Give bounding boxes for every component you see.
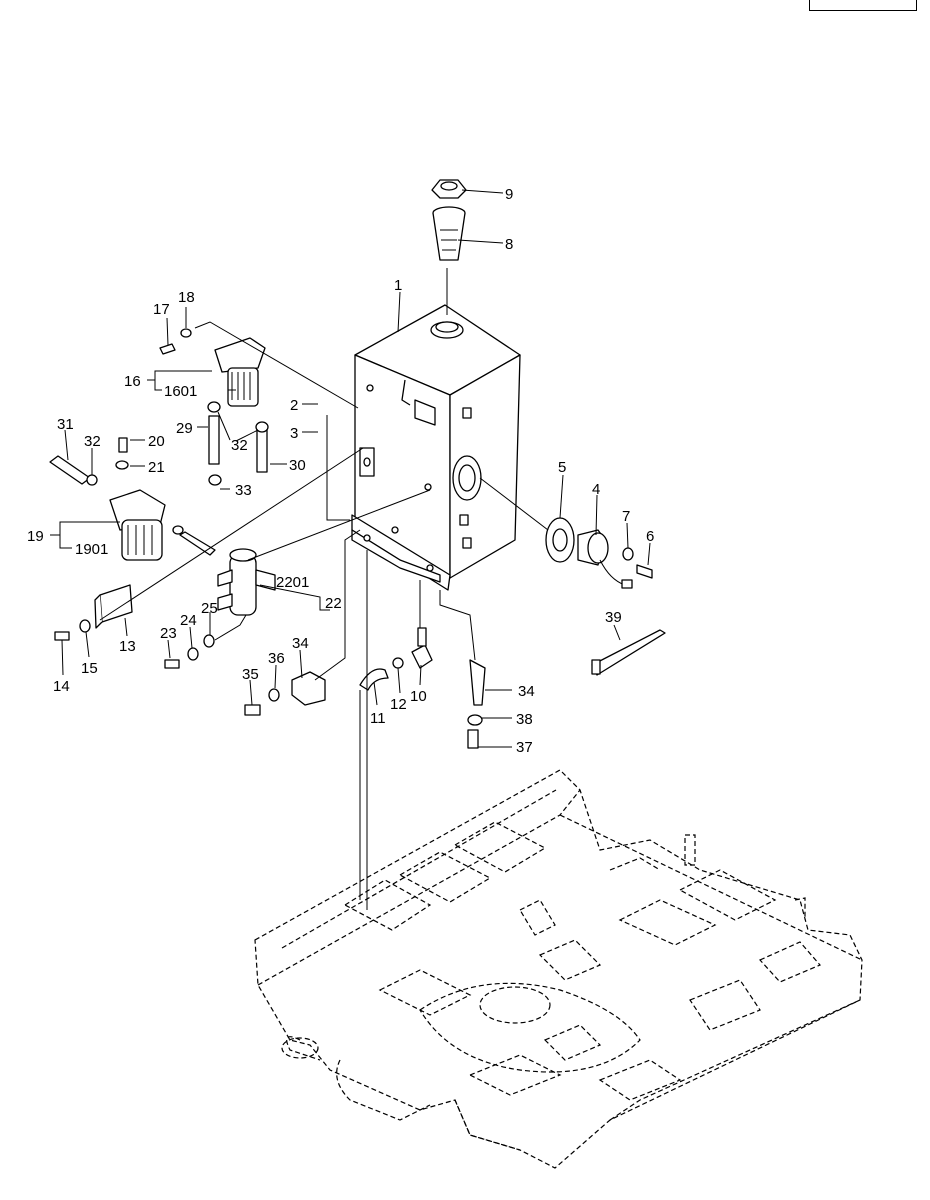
callout-39: 39 (605, 609, 622, 626)
callout-13: 13 (119, 638, 136, 655)
callout-36: 36 (268, 650, 285, 667)
fuel-filter (49, 437, 166, 561)
callout-1601: 1601 (164, 383, 197, 400)
callout-12: 12 (390, 696, 407, 713)
callout-25: 25 (201, 600, 218, 617)
callout-5: 5 (558, 459, 566, 476)
callout-11: 11 (370, 710, 386, 727)
callout-20: 20 (148, 433, 165, 450)
callout-37: 37 (516, 739, 533, 756)
mounting-bracket (54, 447, 364, 641)
lower-fittings (244, 415, 486, 910)
corner-label-box (809, 0, 917, 11)
callout-2: 2 (290, 397, 298, 414)
callout-9: 9 (505, 186, 513, 203)
callout-22: 22 (325, 595, 342, 612)
callout-3: 3 (290, 425, 298, 442)
callout-15: 15 (81, 660, 98, 677)
callout-labels: 1 2 3 4 5 6 7 8 9 10 11 12 13 14 15 16 1… (27, 186, 654, 756)
callout-18: 18 (178, 289, 195, 306)
callout-24: 24 (180, 612, 197, 629)
callout-7: 7 (622, 508, 630, 525)
fuel-tank (351, 304, 521, 591)
callout-1901: 1901 (75, 541, 108, 558)
callout-2201: 2201 (276, 574, 309, 591)
filler-strainer (432, 206, 466, 315)
fuel-pump (164, 489, 431, 669)
callout-31: 31 (57, 416, 74, 433)
callout-1: 1 (394, 277, 402, 294)
callout-32b: 32 (231, 437, 248, 454)
callout-8: 8 (505, 236, 513, 253)
callout-29: 29 (176, 420, 193, 437)
callout-19: 19 (27, 528, 44, 545)
hoses (172, 401, 269, 556)
callout-14: 14 (53, 678, 70, 695)
fuel-gauge-assembly (479, 477, 653, 589)
filler-cap (431, 179, 467, 199)
callout-34b: 34 (518, 683, 535, 700)
callout-23: 23 (160, 625, 177, 642)
callout-21: 21 (148, 459, 165, 476)
callout-4: 4 (592, 481, 600, 498)
callout-34a: 34 (292, 635, 309, 652)
callout-33: 33 (235, 482, 252, 499)
callout-35: 35 (242, 666, 259, 683)
upper-frame (254, 769, 863, 1169)
callout-6: 6 (646, 528, 654, 545)
water-separator (159, 321, 359, 409)
callout-38: 38 (516, 711, 533, 728)
callout-10: 10 (410, 688, 427, 705)
strainer-rod (591, 629, 666, 676)
callout-16: 16 (124, 373, 141, 390)
leader-lines (50, 189, 651, 748)
callout-30: 30 (289, 457, 306, 474)
callout-17: 17 (153, 301, 170, 318)
callout-32a: 32 (84, 433, 101, 450)
